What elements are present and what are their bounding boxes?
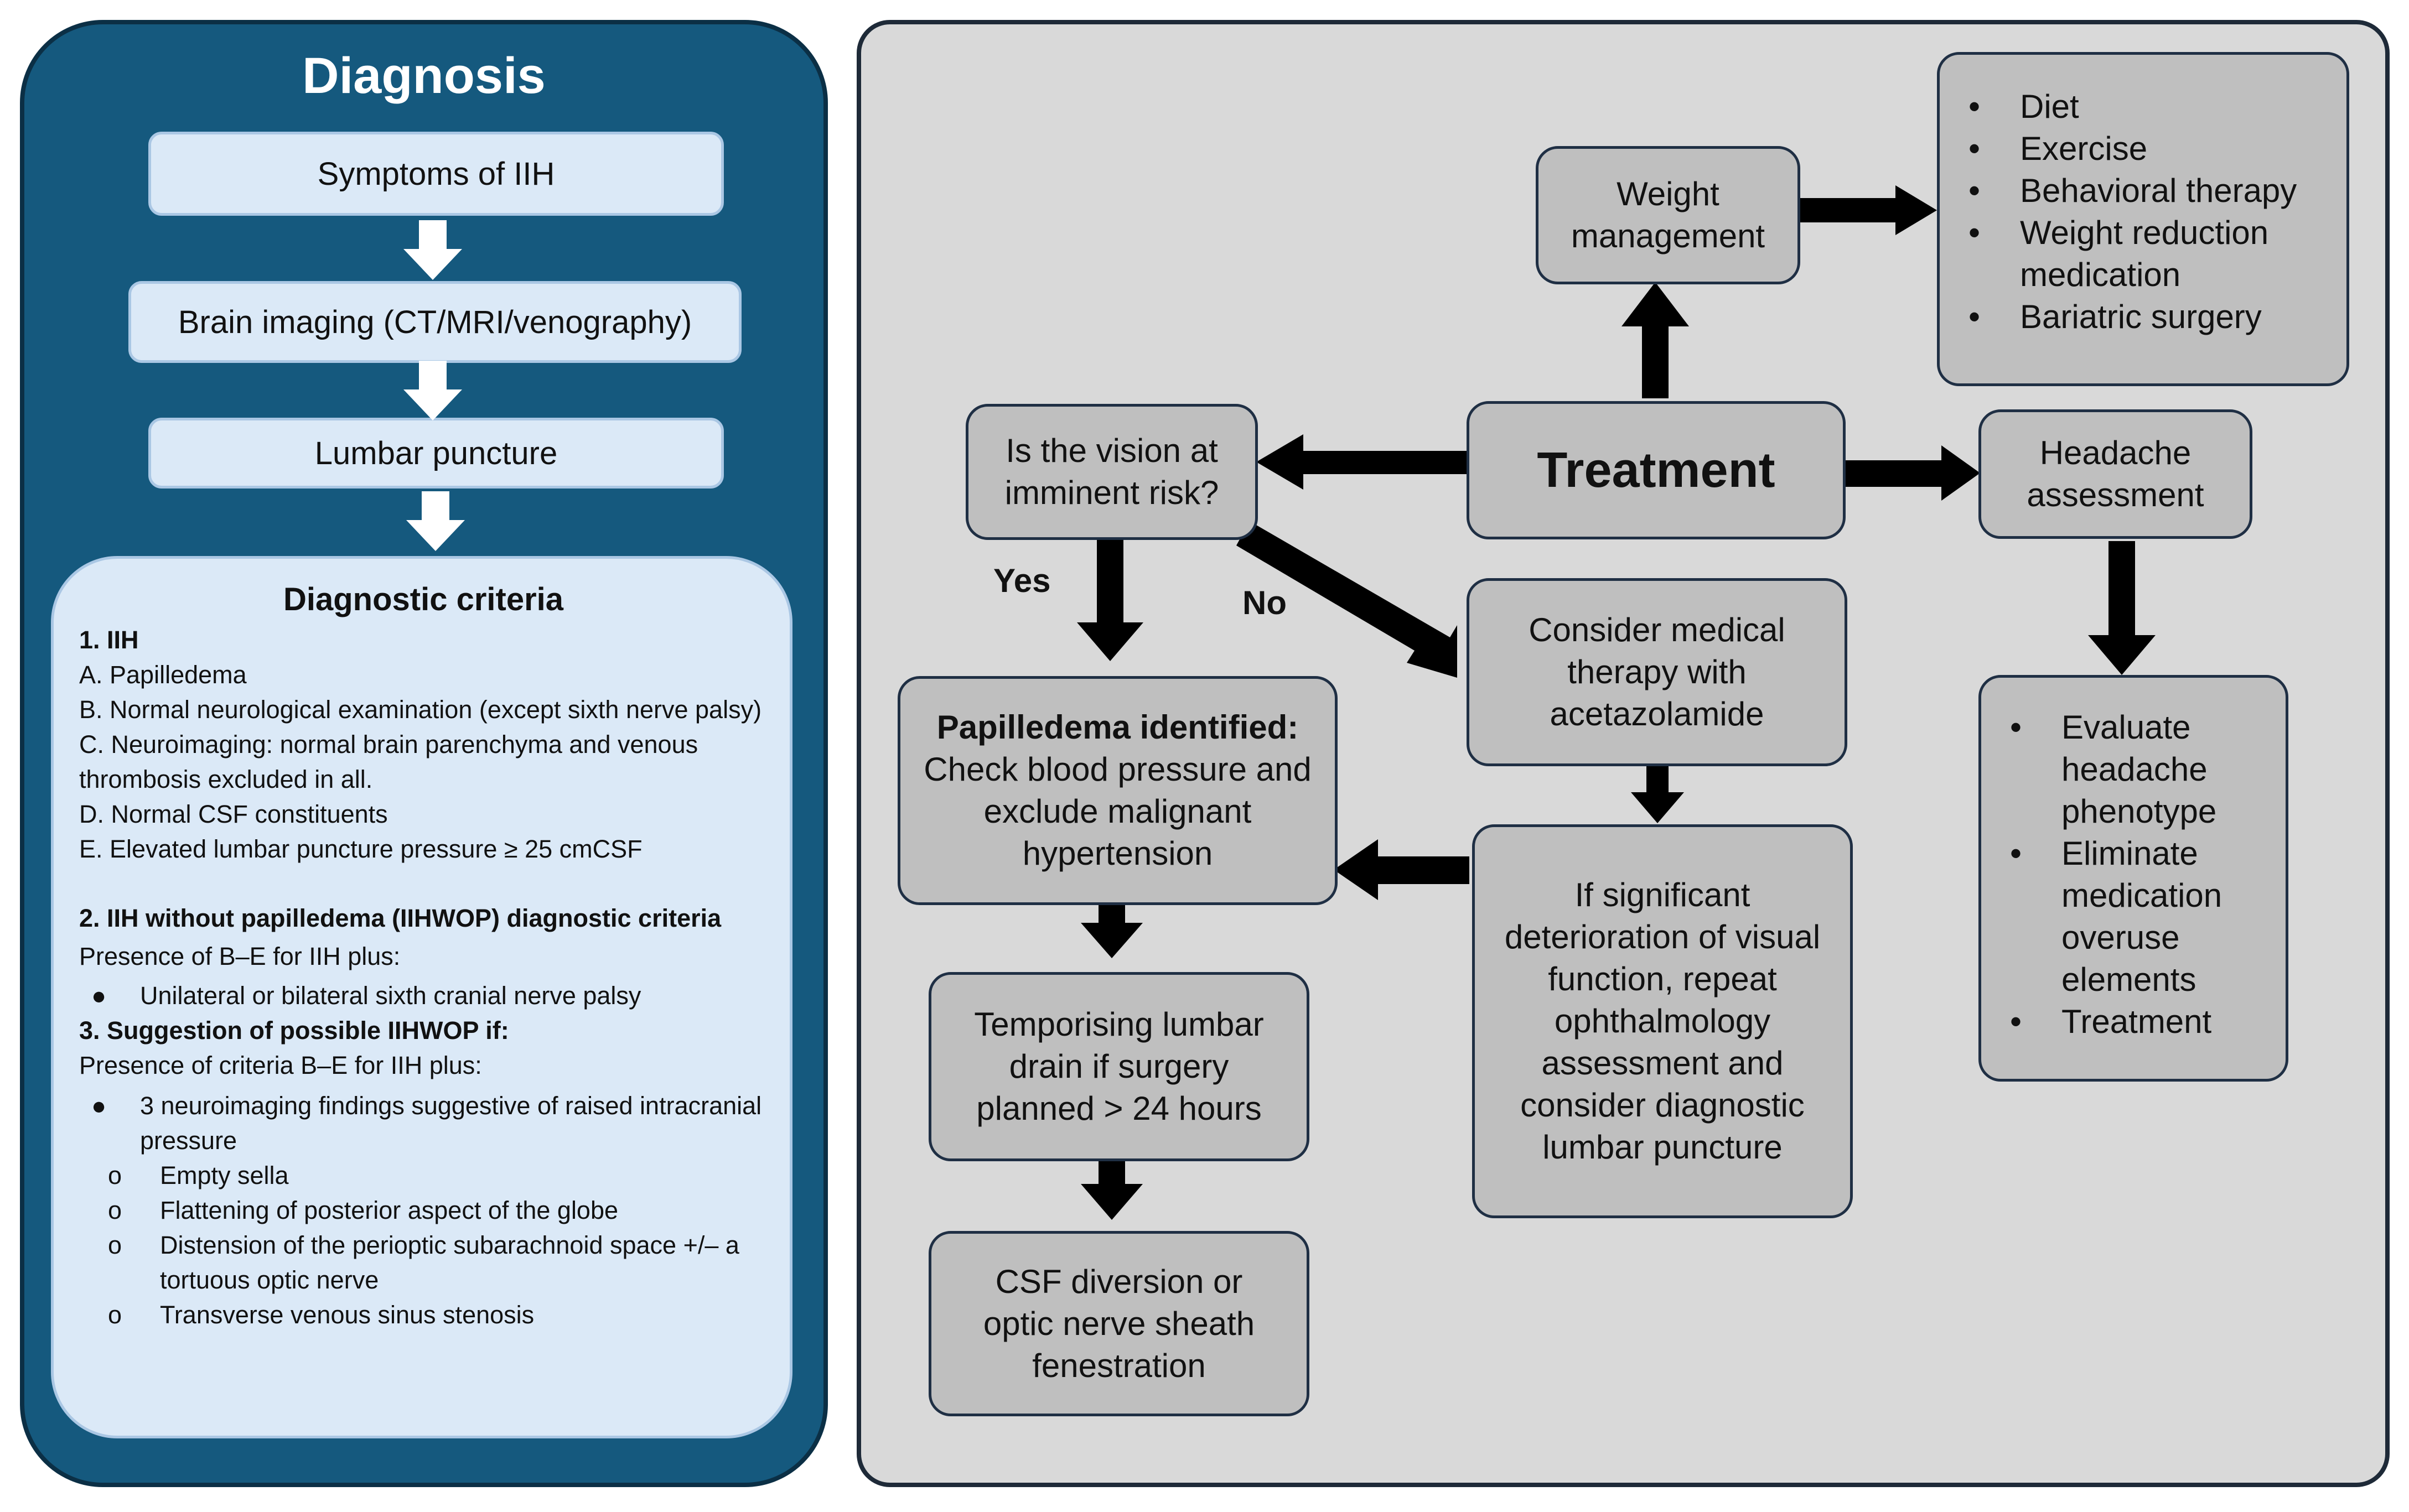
weight-management-box: Weight management <box>1536 146 1800 284</box>
headache-option: Treatment <box>1981 1001 2275 1043</box>
circle-bullet-icon: o <box>108 1231 122 1259</box>
criteria-item: B. Normal neurological examination (exce… <box>79 695 762 724</box>
papilledema-box: Papilledema identified: Check blood pres… <box>898 676 1338 905</box>
headache-options-box: Evaluate headache phenotype Eliminate me… <box>1978 675 2288 1082</box>
criteria-bullet: ● Unilateral or bilateral sixth cranial … <box>79 978 768 1013</box>
arrow-left-icon <box>1256 434 1467 490</box>
arrow-down-icon <box>1077 539 1143 661</box>
criteria-sub-item: o Flattening of posterior aspect of the … <box>79 1193 768 1228</box>
vision-risk-box: Is the vision at imminent risk? <box>966 404 1258 540</box>
arrow-down-icon <box>1631 766 1684 823</box>
weight-options-box: Diet Exercise Behavioral therapy Weight … <box>1937 52 2349 386</box>
weight-option: Behavioral therapy <box>1940 170 2346 212</box>
headache-assessment-box: Headache assessment <box>1978 409 2252 539</box>
criteria-iihwop-heading: 2. IIH without papilledema (IIHWOP) diag… <box>79 904 722 932</box>
circle-bullet-icon: o <box>108 1196 122 1224</box>
weight-option: Weight reduction medication <box>1940 212 2346 296</box>
weight-option: Diet <box>1940 86 2346 128</box>
arrow-left-icon <box>1334 839 1469 900</box>
weight-option: Bariatric surgery <box>1940 296 2346 338</box>
criteria-sub-item: o Empty sella <box>79 1158 768 1193</box>
criteria-possible-heading: 3. Suggestion of possible IIHWOP if: <box>79 1016 509 1045</box>
diagnosis-title: Diagnosis <box>302 48 546 104</box>
criteria-intro: Presence of criteria B–E for IIH plus: <box>79 1051 482 1079</box>
arrow-right-icon <box>1799 185 1937 235</box>
no-label: No <box>1242 584 1287 621</box>
criteria-sub-item: o Distension of the perioptic subarachno… <box>79 1228 768 1297</box>
arrow-up-icon <box>1621 282 1689 398</box>
criteria-bullet: ● 3 neuroimaging findings suggestive of … <box>79 1088 768 1158</box>
criteria-item: A. Papilledema <box>79 661 247 689</box>
arrow-down-icon <box>1081 1159 1143 1220</box>
medical-therapy-box: Consider medical therapy with acetazolam… <box>1467 578 1847 766</box>
criteria-intro: Presence of B–E for IIH plus: <box>79 942 401 970</box>
criteria-sub-item: o Transverse venous sinus stenosis <box>79 1297 768 1332</box>
headache-option: Evaluate headache phenotype <box>1981 706 2275 833</box>
down-arrow-icon <box>406 491 465 551</box>
criteria-title: Diagnostic criteria <box>283 581 564 617</box>
step-brain-imaging: Brain imaging (CT/MRI/venography) <box>128 281 742 363</box>
lumbar-drain-box: Temporising lumbar drain if surgery plan… <box>929 972 1309 1161</box>
circle-bullet-icon: o <box>108 1161 122 1189</box>
arrow-down-icon <box>1081 903 1143 958</box>
arrow-diagonal-icon <box>1236 521 1457 678</box>
yes-label: Yes <box>993 562 1051 599</box>
bullet-icon: ● <box>91 981 107 1010</box>
criteria-item: E. Elevated lumbar puncture pressure ≥ 2… <box>79 835 643 863</box>
bullet-icon: ● <box>91 1092 107 1120</box>
treatment-title-box: Treatment <box>1467 401 1846 539</box>
weight-option: Exercise <box>1940 128 2346 170</box>
down-arrow-icon <box>403 361 462 420</box>
criteria-item: D. Normal CSF constituents <box>79 800 388 828</box>
diagnostic-criteria-box: Diagnostic criteria 1. IIH A. Papilledem… <box>51 556 792 1438</box>
deterioration-box: If significant deterioration of visual f… <box>1472 824 1853 1218</box>
step-lumbar-puncture: Lumbar puncture <box>148 418 724 489</box>
down-arrow-icon <box>403 220 462 280</box>
criteria-item: C. Neuroimaging: normal brain parenchyma… <box>79 730 698 793</box>
circle-bullet-icon: o <box>108 1301 122 1329</box>
arrow-right-icon <box>1845 445 1980 501</box>
csf-diversion-box: CSF diversion or optic nerve sheath fene… <box>929 1231 1309 1416</box>
step-symptoms: Symptoms of IIH <box>148 132 724 216</box>
criteria-iih-heading: 1. IIH <box>79 626 139 654</box>
headache-option: Eliminate medication overuse elements <box>1981 833 2275 1001</box>
arrow-down-icon <box>2088 541 2156 675</box>
